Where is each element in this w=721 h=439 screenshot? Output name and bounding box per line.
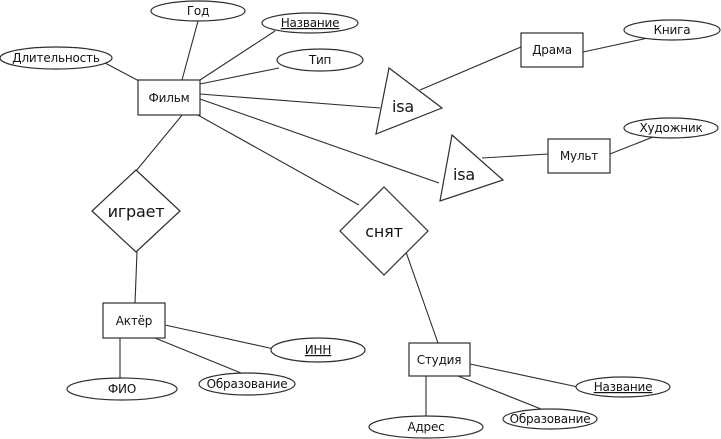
edge-film-isa2 — [199, 98, 440, 184]
attribute-label: Образование — [207, 377, 288, 391]
relationship-label: снят — [365, 222, 402, 241]
edge-drama-book — [582, 37, 649, 53]
entity-label: Фильм — [149, 91, 190, 105]
edge-layer — [104, 20, 654, 417]
edge-film-isa1 — [199, 93, 381, 109]
attribute-studio-title: Название — [575, 376, 671, 398]
relationship-diamond — [339, 186, 429, 276]
isa-triangle-drama: isa — [375, 66, 444, 135]
relationship-plays: играет — [91, 169, 181, 253]
entity-label: Драма — [532, 43, 572, 57]
entity-rect — [520, 32, 584, 68]
edge-shot-studio — [405, 251, 439, 344]
entity-rect — [102, 302, 166, 339]
entity-rect — [137, 79, 201, 116]
attribute-label: Тип — [308, 53, 331, 67]
entity-rect — [547, 138, 611, 174]
entity-actor: Актёр — [102, 302, 166, 339]
attribute-label: Название — [594, 380, 653, 394]
attribute-label: Год — [187, 4, 209, 18]
attribute-label: Книга — [654, 23, 691, 37]
isa-label: isa — [453, 165, 475, 184]
attribute-inn: ИНН — [270, 337, 366, 363]
attribute-label: ИНН — [305, 343, 331, 357]
attribute-duration: Длительность — [0, 46, 113, 70]
attribute-ellipse — [0, 46, 113, 70]
edge-type-film — [199, 67, 280, 85]
attribute-address: Адрес — [368, 415, 484, 439]
edge-studio-education — [457, 375, 542, 410]
attribute-label: Адрес — [407, 420, 444, 434]
edge-film-shot — [195, 113, 360, 206]
edge-isa2-mult — [481, 153, 549, 159]
attribute-label: ФИО — [108, 382, 136, 396]
attribute-label: Длительность — [12, 51, 100, 65]
relationship-shot: снят — [339, 186, 429, 276]
entity-studio: Студия — [408, 342, 471, 377]
isa-label: isa — [392, 97, 414, 116]
attribute-type: Тип — [276, 48, 364, 72]
edge-mult-artist — [609, 136, 654, 155]
entity-mult: Мульт — [547, 138, 611, 174]
attribute-ellipse — [276, 48, 364, 72]
isa-triangle-mult: isa — [439, 133, 505, 202]
attribute-label: Художник — [639, 121, 702, 135]
attribute-ellipse — [150, 0, 246, 22]
attribute-year: Год — [150, 0, 246, 22]
attribute-ellipse — [623, 117, 719, 139]
attribute-ellipse — [66, 377, 178, 401]
relationship-label: играет — [108, 202, 165, 221]
entity-rect — [408, 342, 471, 377]
attribute-label: Образование — [510, 412, 591, 426]
edge-actor-education — [154, 337, 242, 374]
attribute-ellipse — [198, 372, 296, 396]
edge-isa1-drama — [419, 46, 522, 91]
entity-drama: Драма — [520, 32, 584, 68]
relationship-diamond — [91, 169, 181, 253]
attribute-ellipse — [623, 19, 721, 41]
attribute-ellipse — [261, 12, 359, 34]
isa-triangle — [439, 133, 505, 202]
attribute-ellipse — [502, 408, 598, 430]
isa-triangle — [375, 66, 444, 135]
attribute-studio-education: Образование — [502, 408, 598, 430]
edge-year-film — [181, 20, 199, 81]
attribute-film-title: Название — [261, 12, 359, 34]
attribute-label: Название — [281, 16, 340, 30]
attribute-fio: ФИО — [66, 377, 178, 401]
attribute-book: Книга — [623, 19, 721, 41]
attribute-ellipse — [368, 415, 484, 439]
entity-label: Актёр — [116, 314, 152, 328]
attribute-ellipse — [270, 337, 366, 363]
edge-studio-title — [469, 363, 579, 388]
edge-duration-film — [104, 62, 140, 82]
attribute-ellipse — [575, 376, 671, 398]
edge-title-film — [199, 30, 276, 81]
edge-plays-actor — [134, 251, 138, 304]
entity-film: Фильм — [137, 79, 201, 116]
entity-label: Студия — [417, 353, 462, 367]
edge-film-plays — [135, 113, 184, 172]
attribute-artist: Художник — [623, 117, 719, 139]
attribute-actor-education: Образование — [198, 372, 296, 396]
entity-label: Мульт — [560, 149, 598, 163]
edge-actor-inn — [164, 324, 275, 350]
